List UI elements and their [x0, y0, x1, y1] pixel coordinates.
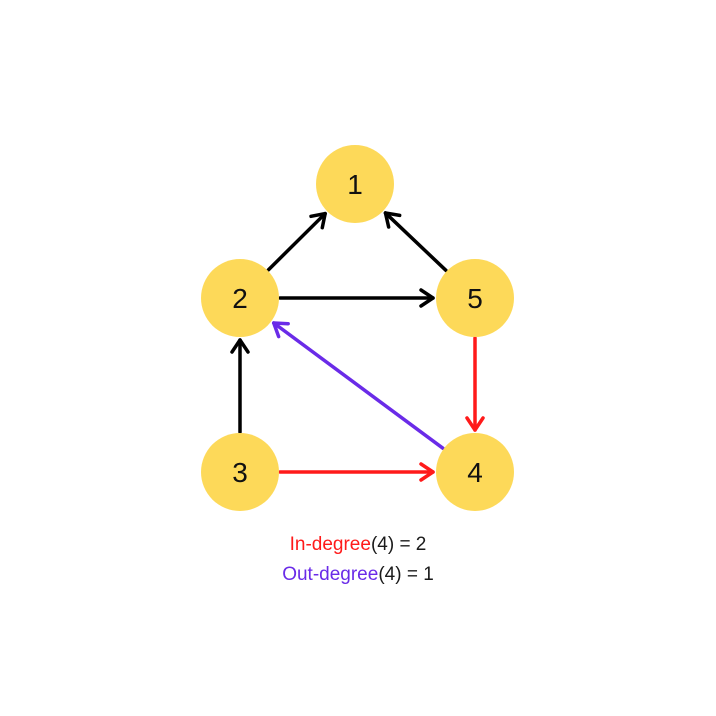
in-degree-caption: In-degree(4) = 2	[0, 533, 716, 557]
arrowhead-4-2	[272, 321, 290, 339]
in-degree-value: (4) = 2	[370, 534, 427, 555]
edge-line-2-1	[266, 211, 327, 272]
edge-5-to-4	[465, 336, 485, 432]
node-circle-3	[201, 433, 279, 511]
in-degree-term: In-degree	[289, 534, 371, 555]
node-circle-1	[316, 145, 394, 223]
arrowhead-2-1	[309, 211, 327, 230]
out-degree-value: (4) = 1	[378, 564, 434, 585]
node-circle-4	[436, 433, 514, 511]
edge-3-to-4	[278, 462, 435, 482]
node-3: 3	[201, 433, 279, 511]
node-label-2: 2	[232, 283, 248, 314]
node-circle-2	[201, 259, 279, 337]
edge-2-to-1	[266, 211, 327, 272]
node-1: 1	[316, 145, 394, 223]
arrowhead-2-5	[419, 288, 435, 308]
node-5: 5	[436, 259, 514, 337]
arrowhead-3-4	[419, 462, 435, 482]
edge-line-4-2	[272, 321, 445, 450]
node-4: 4	[436, 433, 514, 511]
edge-2-to-5	[278, 288, 435, 308]
arrowhead-5-4	[465, 416, 485, 432]
edge-line-5-1	[383, 211, 448, 273]
node-label-4: 4	[467, 457, 483, 488]
arrowhead-5-1	[383, 211, 402, 229]
out-degree-term: Out-degree	[282, 564, 379, 585]
node-label-1: 1	[347, 169, 363, 200]
out-degree-caption: Out-degree(4) = 1	[0, 563, 716, 587]
edges-layer	[230, 211, 485, 482]
edge-3-to-2	[230, 338, 250, 434]
node-label-5: 5	[467, 283, 483, 314]
node-2: 2	[201, 259, 279, 337]
edge-5-to-1	[383, 211, 448, 273]
nodes-layer: 1 2 3 4 5	[201, 145, 514, 511]
edge-4-to-2	[272, 321, 445, 450]
node-circle-5	[436, 259, 514, 337]
node-label-3: 3	[232, 457, 248, 488]
arrowhead-3-2	[230, 338, 250, 354]
